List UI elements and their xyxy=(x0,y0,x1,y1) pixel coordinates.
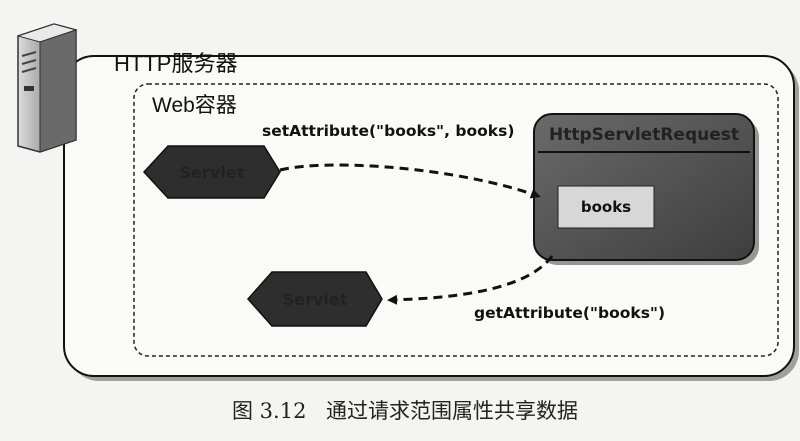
figure-number: 图 3.12 xyxy=(232,399,306,423)
servlet-top-label: Servlet xyxy=(180,163,245,182)
servlet-bottom: Servlet xyxy=(246,271,383,327)
get-attribute-arrow xyxy=(387,255,554,305)
set-attribute-label: setAttribute("books", books) xyxy=(262,122,514,140)
request-title: HttpServletRequest xyxy=(549,125,739,145)
web-container-box xyxy=(133,83,779,357)
books-attribute: books xyxy=(581,198,631,216)
servlet-bottom-label: Servlet xyxy=(283,290,348,309)
web-container-label: Web容器 xyxy=(152,94,237,117)
server-tower-icon xyxy=(16,23,78,153)
set-attribute-arrow xyxy=(279,163,541,199)
get-attribute-label: getAttribute("books") xyxy=(474,304,665,322)
servlet-top: Servlet xyxy=(142,145,281,199)
http-servlet-request-box: HttpServletRequest books xyxy=(533,113,759,265)
http-server-label: HTTP服务器 xyxy=(114,51,237,76)
figure-caption: 通过请求范围属性共享数据 xyxy=(326,399,578,423)
